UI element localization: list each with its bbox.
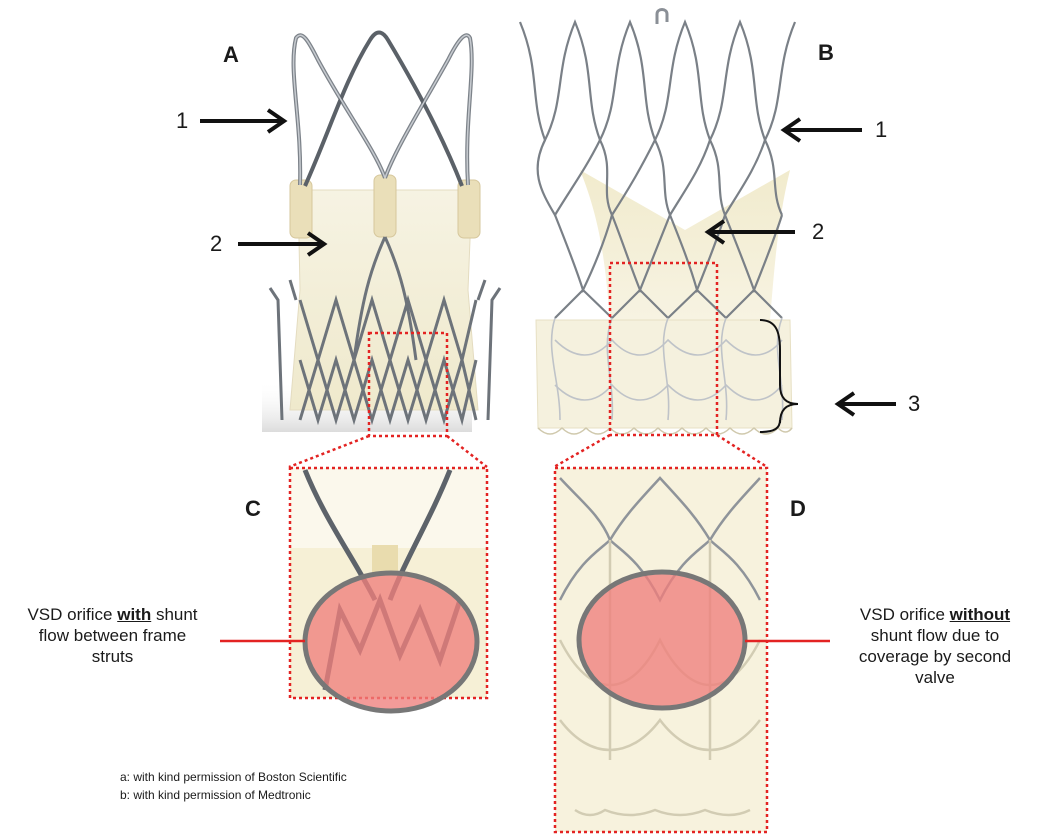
- valve-b-image: [520, 10, 795, 435]
- panel-label-b: B: [818, 40, 834, 66]
- credit-boston-scientific: a: with kind permission of Boston Scient…: [120, 768, 347, 786]
- callout-left-text-2: flow between frame: [0, 625, 225, 646]
- panel-label-c: C: [245, 496, 261, 522]
- arrow-label-a1: 1: [176, 108, 188, 134]
- callout-right-text-1a: VSD orifice: [860, 605, 950, 624]
- valve-a-image: [262, 33, 500, 433]
- arrow-a1: [200, 110, 284, 132]
- callout-left-text-1b: shunt: [151, 605, 197, 624]
- callout-left-text-3: struts: [0, 646, 225, 667]
- arrow-label-b1: 1: [875, 117, 887, 143]
- callout-right-text-4: valve: [835, 667, 1035, 688]
- panel-label-d: D: [790, 496, 806, 522]
- arrow-label-a2: 2: [210, 231, 222, 257]
- zoom-connectors: [289, 435, 767, 467]
- callout-left-bold: with: [117, 605, 151, 624]
- arrow-label-b2: 2: [812, 219, 824, 245]
- callout-without-shunt: VSD orifice without shunt flow due to co…: [835, 604, 1035, 688]
- credit-medtronic: b: with kind permission of Medtronic: [120, 786, 347, 804]
- arrow-b1: [784, 119, 862, 141]
- vsd-orifice-without-shunt: [579, 572, 745, 708]
- arrow-b3: [838, 393, 896, 415]
- arrow-a2: [238, 233, 324, 255]
- callout-right-text-3: coverage by second: [835, 646, 1035, 667]
- vsd-orifice-with-shunt: [305, 573, 477, 711]
- callout-with-shunt: VSD orifice with shunt flow between fram…: [0, 604, 225, 667]
- arrow-label-b3: 3: [908, 391, 920, 417]
- permission-credits: a: with kind permission of Boston Scient…: [120, 768, 347, 804]
- callout-right-bold: without: [950, 605, 1010, 624]
- panel-label-a: A: [223, 42, 239, 68]
- callout-left-text-1a: VSD orifice: [27, 605, 117, 624]
- callout-right-text-2: shunt flow due to: [835, 625, 1035, 646]
